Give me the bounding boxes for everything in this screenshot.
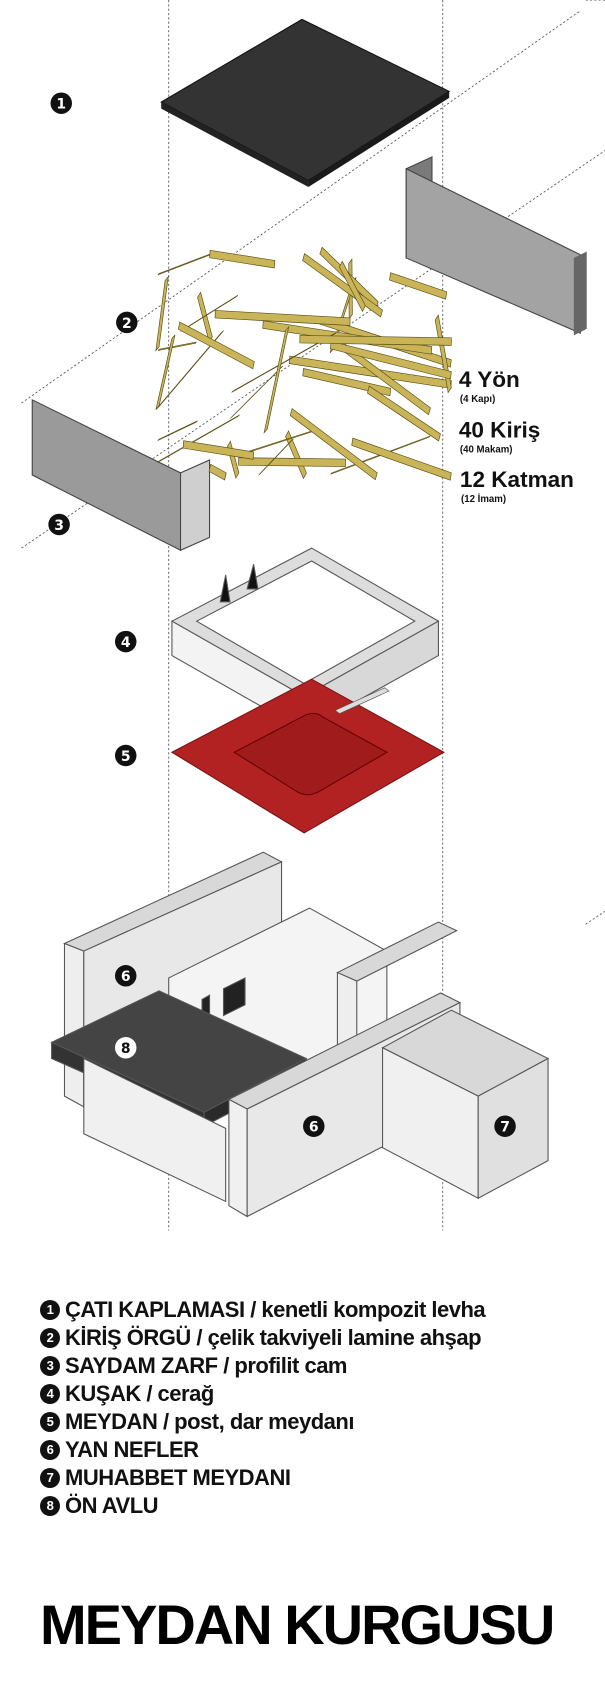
beam bbox=[156, 330, 224, 409]
svg-text:6: 6 bbox=[309, 1120, 319, 1136]
beam bbox=[351, 437, 452, 481]
beam bbox=[243, 428, 318, 455]
beam bbox=[299, 335, 452, 346]
beam bbox=[367, 385, 441, 442]
beam bbox=[330, 340, 452, 380]
beam bbox=[157, 341, 197, 351]
beam bbox=[214, 310, 351, 326]
glass-envelope-left bbox=[31, 398, 211, 552]
beam bbox=[155, 275, 169, 352]
beam bbox=[231, 332, 337, 393]
beam bbox=[209, 249, 276, 269]
beam bbox=[263, 325, 290, 434]
beam bbox=[258, 438, 294, 476]
marker-8: 8 bbox=[114, 1037, 137, 1059]
beam bbox=[339, 260, 366, 313]
svg-text:(40 Makam): (40 Makam) bbox=[460, 444, 513, 455]
roof-panel bbox=[160, 18, 451, 188]
marker-6-front: 6 bbox=[303, 1115, 325, 1137]
svg-text:3: 3 bbox=[54, 518, 64, 534]
ground-buildings bbox=[50, 851, 550, 1218]
diagram-title: MEYDAN KURGUSU bbox=[40, 1593, 555, 1656]
beam bbox=[226, 440, 240, 479]
glass-envelope-right bbox=[405, 156, 587, 336]
svg-text:7: 7 bbox=[500, 1120, 510, 1136]
svg-text:8: 8 bbox=[121, 1041, 131, 1057]
beam bbox=[177, 321, 255, 370]
svg-text:40 Kiriş: 40 Kiriş bbox=[459, 417, 540, 442]
diagram-markers: 1 2 3 4 5 6 8 6 7 bbox=[48, 92, 516, 1137]
marker-7: 7 bbox=[494, 1115, 516, 1137]
beam-lattice bbox=[155, 246, 452, 481]
marker-2: 2 bbox=[116, 311, 138, 334]
marker-4: 4 bbox=[114, 630, 137, 653]
svg-text:12 Katman: 12 Katman bbox=[460, 467, 574, 492]
svg-text:1: 1 bbox=[56, 97, 66, 113]
svg-text:(12 İmam): (12 İmam) bbox=[461, 494, 506, 505]
beam bbox=[238, 457, 346, 467]
beam bbox=[208, 463, 227, 481]
svg-text:(4 Kapı): (4 Kapı) bbox=[460, 394, 495, 405]
beam-stats: 4 Yön (4 Kapı) 40 Kiriş (40 Makam) 12 Ka… bbox=[459, 367, 574, 505]
beam bbox=[157, 252, 213, 276]
beam bbox=[182, 440, 255, 460]
beam bbox=[230, 365, 284, 419]
beam bbox=[389, 272, 448, 300]
beam bbox=[155, 334, 176, 410]
beam bbox=[157, 420, 198, 441]
marker-6-left: 6 bbox=[114, 965, 137, 987]
beam bbox=[289, 408, 378, 481]
svg-text:4: 4 bbox=[121, 635, 131, 651]
meydan-floor bbox=[170, 678, 445, 834]
beam bbox=[180, 294, 239, 332]
svg-text:6: 6 bbox=[121, 969, 131, 985]
marker-3: 3 bbox=[48, 513, 70, 536]
marker-1: 1 bbox=[50, 92, 72, 114]
svg-text:5: 5 bbox=[121, 749, 131, 765]
svg-text:4 Yön: 4 Yön bbox=[459, 367, 520, 392]
marker-5: 5 bbox=[114, 744, 137, 767]
svg-text:2: 2 bbox=[122, 316, 132, 332]
